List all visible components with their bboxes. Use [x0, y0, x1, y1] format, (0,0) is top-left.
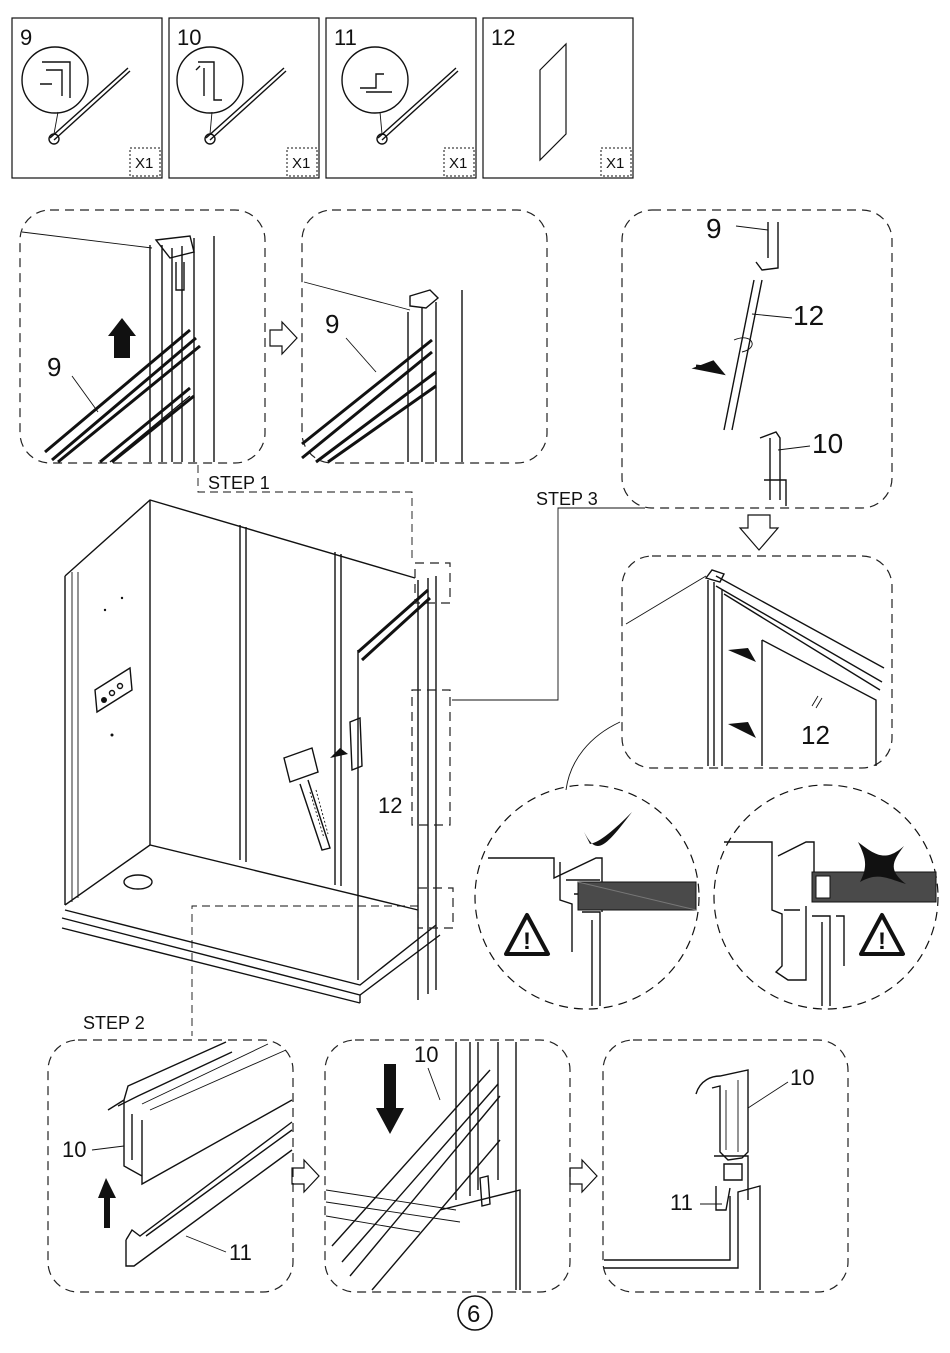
step1-detail-a: 9 [20, 210, 265, 463]
part-number: 11 [334, 25, 357, 50]
part-box-11: 11 X1 [326, 18, 476, 178]
part-callout: 11 [670, 1190, 693, 1215]
incorrect-fit-detail: ! [714, 785, 938, 1009]
part-qty: X1 [449, 155, 467, 172]
step1-detail-b: 9 [302, 210, 547, 463]
part-callout: 11 [229, 1240, 252, 1265]
part-number: 12 [491, 25, 515, 50]
part-callout: 9 [325, 309, 339, 339]
part-callout: 10 [790, 1065, 814, 1090]
step2-arrow-right-2 [570, 1160, 597, 1192]
part-callout: 12 [801, 720, 830, 750]
part-callout: 10 [62, 1137, 86, 1162]
part-qty: X1 [292, 155, 310, 172]
part-qty: X1 [135, 155, 153, 172]
step2-arrow-right-1 [292, 1160, 319, 1192]
step3-arrow-down [740, 515, 778, 550]
svg-text:!: ! [523, 928, 531, 955]
part-box-12: 12 X1 [483, 18, 633, 178]
part-qty: X1 [606, 155, 624, 172]
step2-detail-c: 10 11 [603, 1040, 848, 1292]
part-callout: 9 [47, 352, 61, 382]
part-box-9: 9 X1 [12, 18, 162, 178]
part-callout: 12 [378, 793, 402, 818]
step2-label: STEP 2 [83, 1013, 145, 1033]
gasket-profile-icon [22, 47, 130, 144]
warning-icon: ! [506, 915, 548, 955]
part-box-10: 10 X1 [169, 18, 319, 178]
part-callout: 10 [812, 428, 843, 459]
step2-detail-a: 10 11 [48, 1040, 293, 1292]
enclosure-main-view: 12 [62, 500, 453, 1003]
glass-panel-icon [540, 44, 566, 160]
step1-label: STEP 1 [208, 473, 270, 493]
svg-text:!: ! [878, 928, 886, 955]
part-number: 9 [20, 25, 32, 50]
part-callout: 12 [793, 300, 824, 331]
bottom-profile-icon [177, 47, 286, 144]
step3-detail-a: 9 12 10 [622, 210, 892, 508]
step3-detail-b: 12 [622, 556, 892, 768]
page-number-text: 6 [467, 1301, 480, 1328]
sill-profile-icon [342, 47, 458, 144]
warning-icon: ! [861, 915, 903, 955]
step2-leader: STEP 2 [83, 906, 418, 1036]
part-callout: 10 [414, 1042, 438, 1067]
correct-fit-detail: ! [475, 722, 699, 1009]
part-number: 10 [177, 25, 201, 50]
step2-detail-b: 10 [325, 1040, 570, 1292]
part-callout: 9 [706, 213, 722, 244]
step3-leader: STEP 3 [452, 489, 645, 700]
step3-label: STEP 3 [536, 489, 598, 509]
step1-arrow-right [270, 322, 297, 354]
page-number: 6 [458, 1296, 492, 1330]
